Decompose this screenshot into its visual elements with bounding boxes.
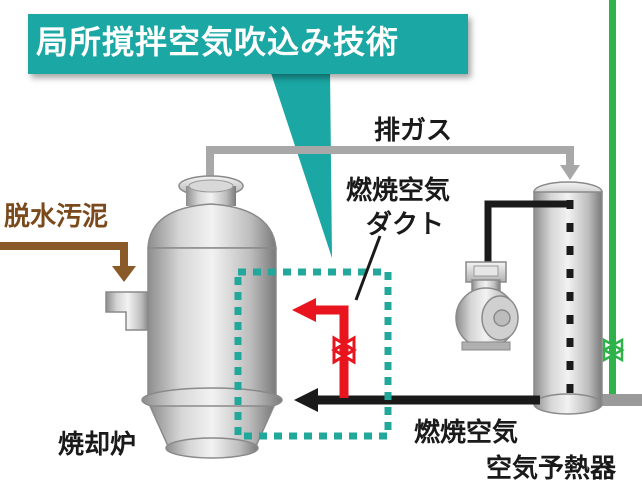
blower (455, 261, 519, 351)
combustion-air-duct-label-line1: 燃焼空気 (346, 176, 451, 206)
air-preheater-label: 空気予熱器 (486, 454, 617, 484)
sludge-feed-arrow (0, 242, 136, 282)
exhaust-gas-line (206, 146, 580, 185)
green-air-pipe (600, 0, 642, 406)
duct-valve-icon (331, 335, 357, 365)
dewatered-sludge-label: 脱水汚泥 (4, 202, 109, 232)
combustion-air-duct-label-line2: ダクト (366, 210, 445, 240)
combustion-air-duct (292, 298, 357, 398)
feed-hopper (105, 291, 151, 331)
blower-air-line (484, 200, 568, 262)
combustion-air-line (294, 388, 540, 412)
title-banner: 局所撹拌空気吹込み技術 (28, 14, 468, 74)
incinerator (105, 175, 283, 459)
incinerator-label: 焼却炉 (58, 430, 137, 460)
exhaust-arrowhead (560, 165, 580, 180)
combustion-air-label: 燃焼空気 (414, 418, 519, 448)
page-title: 局所撹拌空気吹込み技術 (36, 23, 400, 61)
air-preheater (533, 181, 603, 415)
localized-stirring-zone (234, 268, 392, 440)
exhaust-gas-label: 排ガス (374, 116, 453, 146)
valve-icon (601, 337, 625, 363)
banner-pointer (270, 70, 332, 258)
duct-leader-line (354, 235, 382, 301)
